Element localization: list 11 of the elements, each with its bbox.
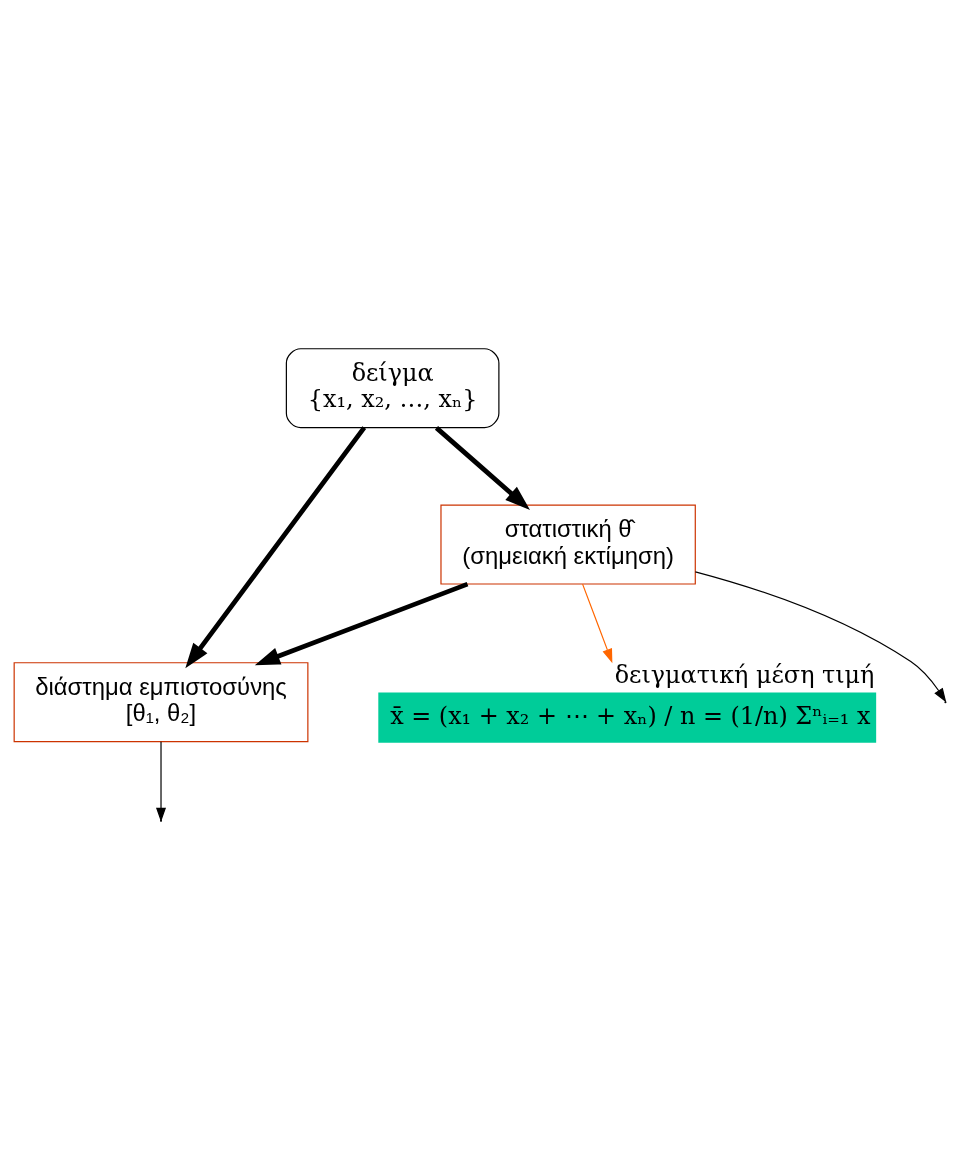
node-box: διάστημα εμπιστοσύνης [θ₁, θ₂] <box>13 662 308 743</box>
node-box: x̄ = (x₁ + x₂ + ⋯ + xₙ) / n = (1/n) Σⁿᵢ₌₁ x <box>377 692 876 743</box>
node-box: στατιστική θ̂ (σημειακή εκτίμηση) <box>439 504 696 585</box>
arrow <box>155 741 166 823</box>
arrow <box>184 426 366 669</box>
node-box: δείγμα {x₁, x₂, …, xₙ} <box>285 348 499 429</box>
node-label: δειγματική μέση τιμή <box>614 661 874 690</box>
arrow <box>694 571 946 703</box>
arrow <box>434 426 530 510</box>
arrow <box>581 583 612 664</box>
arrow <box>254 581 468 666</box>
